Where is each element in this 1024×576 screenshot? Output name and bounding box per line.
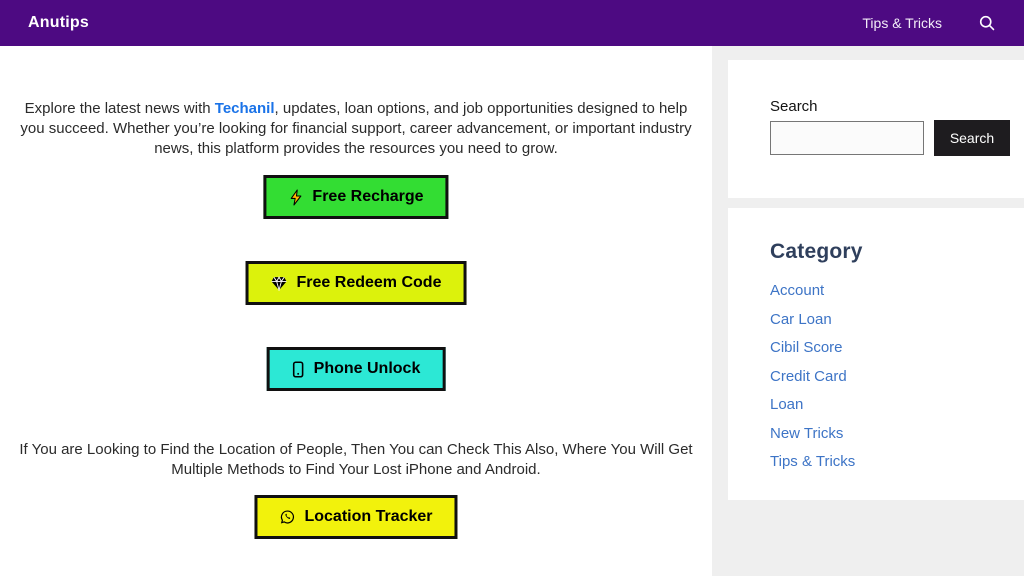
category-link-cibil-score[interactable]: Cibil Score <box>770 339 843 356</box>
category-link-loan[interactable]: Loan <box>770 396 804 413</box>
search-widget-label: Search <box>770 98 818 115</box>
category-title: Category <box>770 240 863 263</box>
category-widget: Category Account Car Loan Cibil Score Cr… <box>728 208 1024 500</box>
location-tracker-button[interactable]: Location Tracker <box>254 495 458 539</box>
phone-icon <box>292 360 305 378</box>
button-label: Phone Unlock <box>313 360 421 377</box>
category-link-tips-tricks[interactable]: Tips & Tricks <box>770 453 856 470</box>
category-link-new-tricks[interactable]: New Tricks <box>770 424 844 442</box>
search-icon[interactable] <box>978 14 996 32</box>
location-note-paragraph: If You are Looking to Find the Location … <box>19 441 693 478</box>
free-redeem-code-button[interactable]: Free Redeem Code <box>245 261 467 305</box>
intro-paragraph: Explore the latest news with Techanil, u… <box>17 99 695 159</box>
category-link-account[interactable]: Account <box>770 282 825 299</box>
nav-item-tips-tricks[interactable]: Tips & Tricks <box>862 15 942 31</box>
app-header: Anutips Tips & Tricks <box>0 0 1024 46</box>
phone-unlock-button[interactable]: Phone Unlock <box>266 347 446 391</box>
search-widget: Search Search <box>728 60 1024 198</box>
whatsapp-icon <box>279 509 295 525</box>
category-link-credit-card[interactable]: Credit Card <box>770 367 847 385</box>
sidebar: Search Search Category Account Car Loan … <box>712 46 1024 576</box>
search-input[interactable] <box>770 121 924 155</box>
intro-text-before: Explore the latest news with <box>24 100 215 117</box>
intro-text-after: , updates, loan options, and job opportu… <box>20 100 692 157</box>
lightning-icon <box>288 188 303 206</box>
techanil-link[interactable]: Techanil <box>214 100 275 117</box>
button-label: Location Tracker <box>304 508 433 525</box>
button-label: Free Redeem Code <box>296 274 442 291</box>
gem-icon <box>271 275 288 291</box>
free-recharge-button[interactable]: Free Recharge <box>263 175 449 219</box>
button-label: Free Recharge <box>312 188 424 205</box>
header-nav: Tips & Tricks <box>862 14 996 32</box>
main-content: Explore the latest news with Techanil, u… <box>0 46 712 576</box>
search-submit-button[interactable]: Search <box>934 120 1010 156</box>
brand-logo[interactable]: Anutips <box>28 14 89 31</box>
category-link-car-loan[interactable]: Car Loan <box>770 310 832 328</box>
